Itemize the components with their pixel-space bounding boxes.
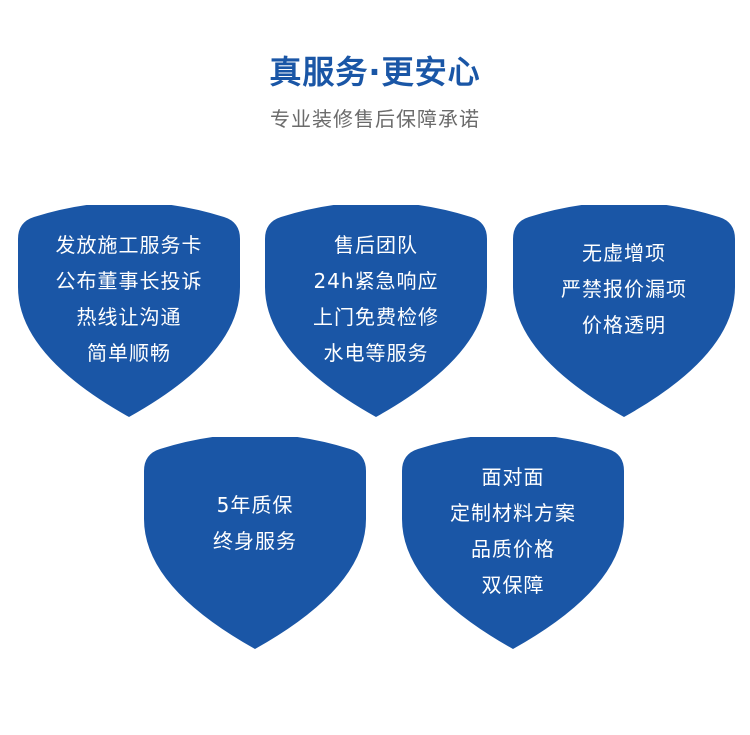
shield-line: 5年质保 bbox=[216, 493, 294, 517]
shield-text: 发放施工服务卡 公布董事长投诉 热线让沟通 简单顺畅 bbox=[14, 227, 244, 371]
shield-line: 售后团队 bbox=[334, 233, 418, 257]
shield-line: 价格透明 bbox=[582, 313, 666, 337]
shield-icon bbox=[18, 205, 240, 417]
shield-icon bbox=[265, 205, 487, 417]
shield-line: 双保障 bbox=[481, 573, 545, 597]
shield-badge-materials: 面对面 定制材料方案 品质价格 双保障 bbox=[398, 437, 628, 652]
shield-line: 定制材料方案 bbox=[450, 501, 576, 525]
shield-badge-warranty: 5年质保 终身服务 bbox=[140, 437, 370, 652]
page-subtitle: 专业装修售后保障承诺 bbox=[270, 107, 480, 131]
shield-badge-after-sales: 售后团队 24h紧急响应 上门免费检修 水电等服务 bbox=[261, 205, 491, 420]
shield-text: 5年质保 终身服务 bbox=[140, 487, 370, 559]
shield-badge-service-card: 发放施工服务卡 公布董事长投诉 热线让沟通 简单顺畅 bbox=[14, 205, 244, 420]
shield-line: 严禁报价漏项 bbox=[561, 277, 687, 301]
shield-line: 面对面 bbox=[481, 465, 545, 489]
shield-line: 热线让沟通 bbox=[76, 305, 182, 329]
shield-line: 发放施工服务卡 bbox=[55, 233, 203, 257]
shield-line: 无虚增项 bbox=[582, 241, 666, 265]
shield-icon bbox=[402, 437, 624, 649]
shield-line: 简单顺畅 bbox=[87, 341, 171, 365]
shield-icon bbox=[144, 437, 366, 649]
shield-text: 无虚增项 严禁报价漏项 价格透明 bbox=[509, 235, 739, 343]
shield-line: 上门免费检修 bbox=[313, 305, 439, 329]
shield-line: 品质价格 bbox=[471, 537, 555, 561]
shield-badge-transparent-pricing: 无虚增项 严禁报价漏项 价格透明 bbox=[509, 205, 739, 420]
shield-text: 面对面 定制材料方案 品质价格 双保障 bbox=[398, 459, 628, 603]
shield-line: 24h紧急响应 bbox=[313, 269, 439, 293]
shield-icon bbox=[513, 205, 735, 417]
page-title: 真服务·更安心 bbox=[269, 53, 481, 91]
shield-line: 终身服务 bbox=[213, 529, 297, 553]
shield-line: 公布董事长投诉 bbox=[55, 269, 203, 293]
shield-line: 水电等服务 bbox=[323, 341, 429, 365]
shield-text: 售后团队 24h紧急响应 上门免费检修 水电等服务 bbox=[261, 227, 491, 371]
